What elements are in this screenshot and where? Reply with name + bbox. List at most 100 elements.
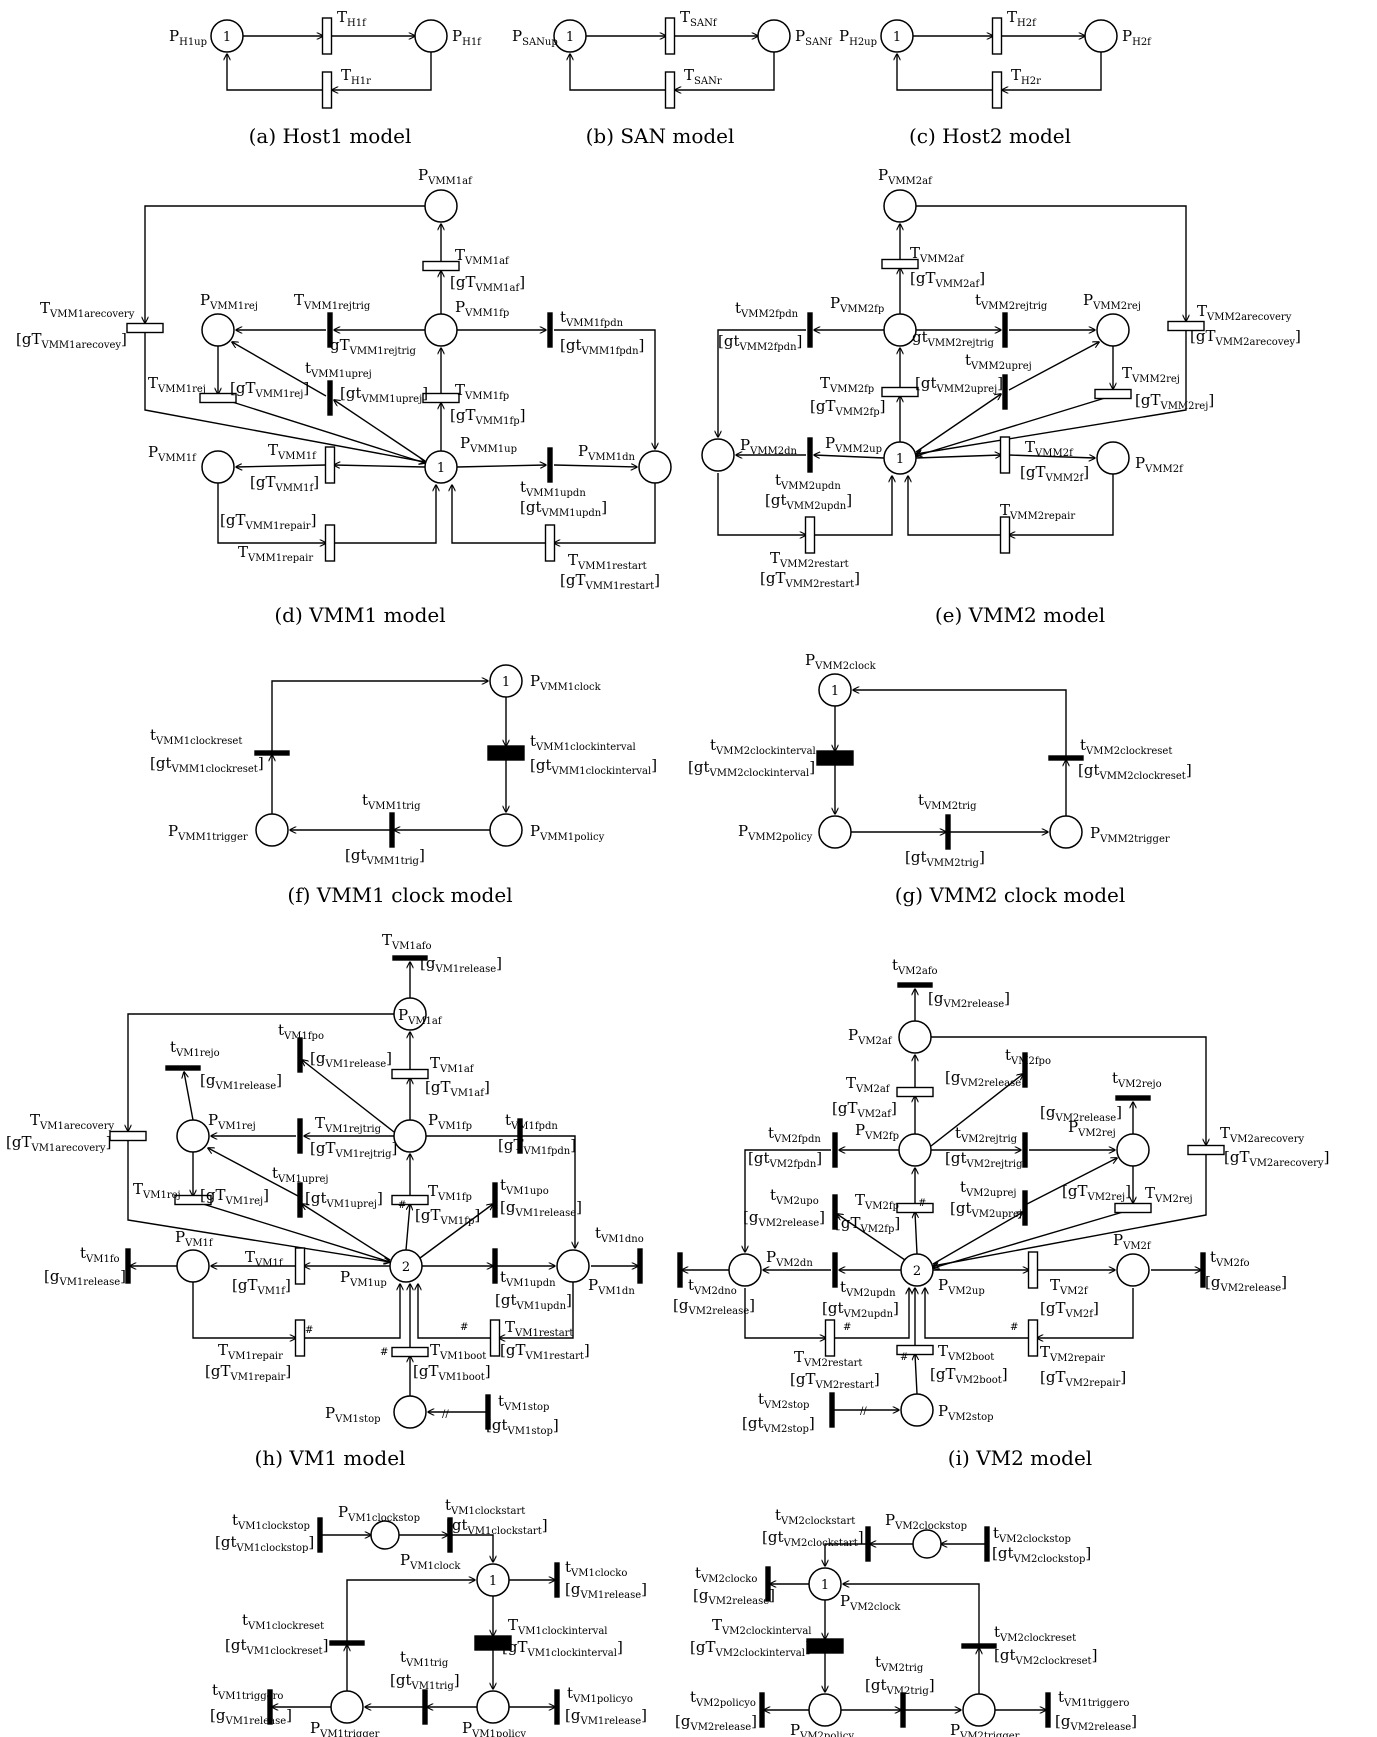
node-label: tVMM2uprej [965,351,1032,372]
vmm2-place-rej [1096,313,1130,347]
vm2-t-fpdn [832,1132,838,1168]
vm2-place-rej [1116,1133,1150,1167]
arc [202,1203,390,1262]
guard-label: [gTVMM2af] [910,269,985,290]
node-label: PVMM2dn [740,436,798,457]
node-label: TVM1restart [505,1318,573,1339]
node-label: PVM2policy [790,1721,854,1737]
arc [1037,1288,1134,1338]
guard-label: [gVM1release] [565,1706,647,1727]
guard-label: [gtVM1clockstart] [446,1516,548,1537]
vmm2-t-arec [1167,320,1205,332]
node-label: tVM2fpdn [768,1124,821,1145]
guard-label: [gVM2release] [675,1712,757,1733]
node-label: TVM2boot [938,1342,994,1363]
node-label: PVM2trigger [950,1721,1020,1737]
arc [426,1135,575,1248]
arc [675,52,775,90]
inhibitor-mark: # [305,1325,313,1336]
node-label: tVMM1clockinterval [530,732,636,753]
guard-label: [gTVM1rej] [200,1186,269,1207]
node-label: tVM2updn [840,1278,896,1299]
caption: (d) VMM1 model [274,603,445,627]
node-label: PSANf [795,27,833,48]
node-label: TVM2repair [1040,1343,1105,1364]
vmm1-t-updn [547,447,553,483]
inhibitor-mark: # [918,1198,926,1209]
vmm2clock-place-trigger [1049,815,1083,849]
vm1-t-rej [174,1194,212,1206]
guard-label: [gTVMM1f] [250,473,319,494]
node-label: TVM1fp [428,1182,472,1203]
arc [225,399,425,463]
guard-label: [gTVMM1restart] [560,571,660,592]
guard-label: [gVM1release] [565,1580,647,1601]
vmm2clock-place-policy [818,815,852,849]
node-label: TH2f [1007,8,1037,29]
arc [843,1584,980,1644]
arc [145,205,425,323]
node-label: TVM2clockinterval [712,1616,811,1637]
vm1-place-up [389,1249,423,1283]
node-label: PVMM1rej [200,291,258,312]
node-label: PVM1f [175,1228,214,1249]
node-label: tVM2rejtrig [955,1124,1018,1145]
vm2-t-boot [896,1344,934,1356]
vm2clock-t-start [865,1526,871,1562]
arc [334,465,426,467]
vm2clock-place-trigger [962,1693,996,1727]
guard-label: [gTVM2rej] [1062,1182,1131,1203]
node-label: tVM2clockstart [775,1506,855,1527]
vmm2-t-uprej [1002,374,1008,410]
node-label: TVMM1arecovery [40,299,135,320]
node-label: tVM2fo [1210,1248,1250,1269]
arc [916,205,1186,321]
node-label: TVM1f [245,1248,284,1269]
vm1clock-t-trig [422,1689,428,1725]
vmm1-place-af [424,189,458,223]
node-label: PVMM2fp [830,294,884,315]
vm2-t-fo [1200,1252,1206,1288]
arc [908,476,1001,536]
guard-label: [gTVM1restart] [500,1341,590,1362]
arc [915,455,1001,458]
node-label: TH1f [337,8,367,29]
vmm2-place-af [883,189,917,223]
vmm1-t-af [422,260,460,272]
arc [452,1534,493,1562]
guard-label: [gTVM2af] [832,1099,897,1120]
node-label: tVM1fpdn [505,1111,558,1132]
arc [499,1282,574,1338]
arc [814,476,892,536]
node-label: PVM1rej [208,1111,256,1132]
vmm1clock-place-trigger [255,813,289,847]
vmm2-t-rejtrig [1002,312,1008,348]
guard-label: [gtVMM1trig] [345,846,425,867]
vm2-t-rejo [1115,1095,1151,1101]
vm1clock-t-start [447,1517,453,1553]
node-label: PSANup [512,27,558,48]
node-label: TVM1repair [218,1341,283,1362]
arc [304,1284,400,1339]
node-label: TVMM1f [268,441,317,462]
vm1-t-uprej [297,1182,303,1218]
guard-label: [gtVM2trig] [865,1676,935,1697]
node-label: TVM2restart [794,1348,862,1369]
node-label: tVM1uprej [272,1164,329,1185]
arc [717,473,806,535]
node-label: tVMM1clockreset [150,726,242,747]
arc [302,1204,391,1261]
arc [456,465,546,467]
node-label: PVM1trigger [310,1719,380,1737]
host2-transition-r [991,71,1003,109]
guard-label: [gTVMM2rej] [1135,391,1214,412]
vmm2-place-dn [701,438,735,472]
vmm1-place-up [424,450,458,484]
host1-transition-r [321,71,333,109]
guard-label: [gTVM2fp] [835,1214,900,1235]
node-label: TVM2arecovery [1220,1124,1304,1145]
node-label: tVMM1trig [362,791,421,812]
guard-label: [gVM2release] [928,989,1010,1010]
guard-label: [gVM2release] [1040,1103,1122,1124]
